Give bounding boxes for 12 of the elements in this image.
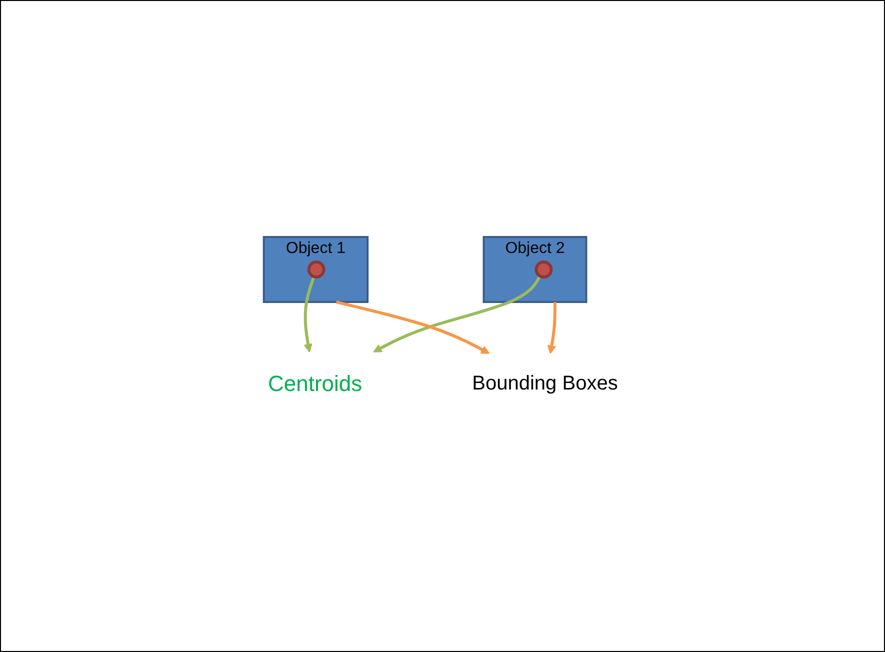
arrow <box>336 300 490 354</box>
arrow <box>546 302 556 354</box>
arrow <box>372 275 541 352</box>
node-label: Object 1 <box>285 240 346 257</box>
node-text: Bounding Boxes <box>472 372 618 394</box>
node-label: Object 2 <box>504 240 564 257</box>
node-circle <box>534 260 552 278</box>
cluster <box>482 236 587 303</box>
node-text: Centroids <box>268 371 362 396</box>
arrow <box>303 276 315 352</box>
node-circle <box>306 260 325 278</box>
cluster <box>262 236 368 303</box>
